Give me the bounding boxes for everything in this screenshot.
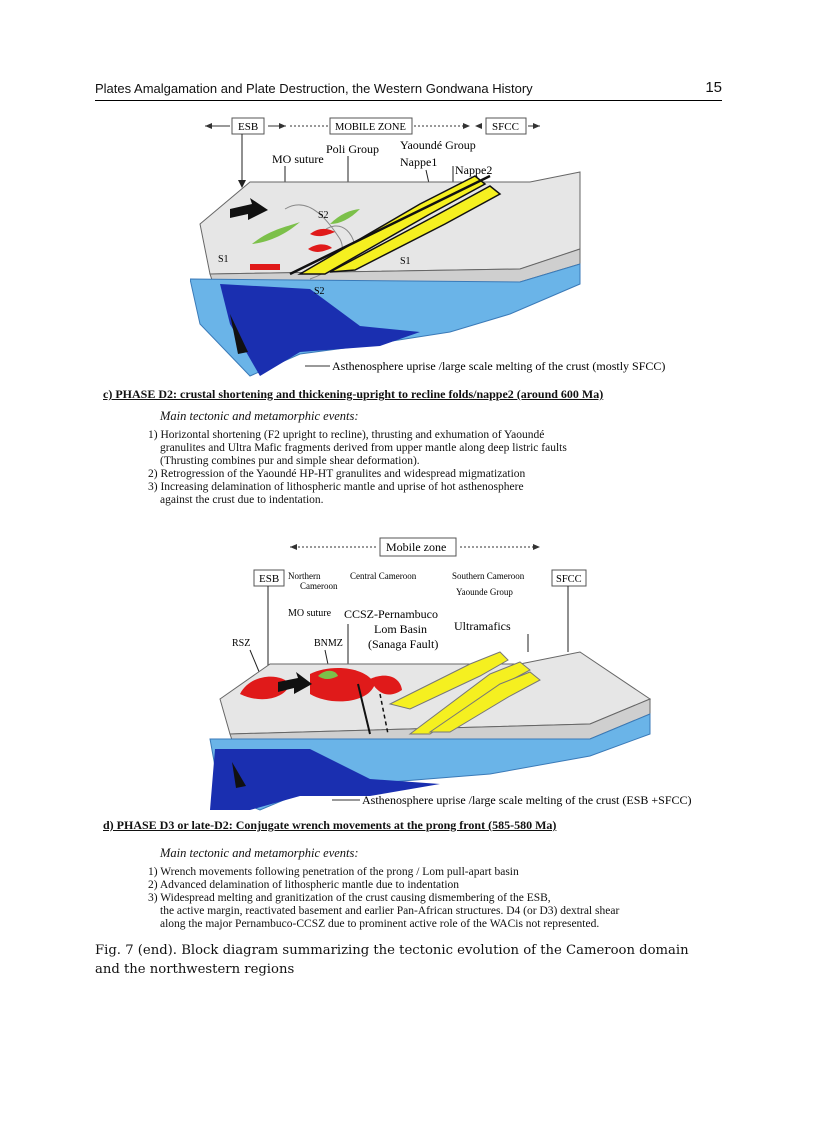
phase-c-events: Main tectonic and metamorphic events: 1)… — [148, 409, 567, 507]
pointer-line — [249, 649, 261, 675]
northern-cameroon-label: Northern — [288, 571, 321, 581]
pointer-arrow — [238, 180, 246, 188]
event-item: 1) Horizontal shortening (F2 upright to … — [148, 429, 545, 441]
rsz-label: RSZ — [232, 638, 250, 649]
caption-line-2: and the northwestern regions — [95, 962, 295, 977]
s1-left-label: S1 — [218, 254, 229, 265]
s1-right-label: S1 — [400, 256, 411, 267]
mobile-zone-label: Mobile zone — [386, 540, 446, 554]
poli-group-lens — [252, 222, 300, 244]
arrow-head-right — [463, 123, 470, 129]
event-item: 2) Retrogression of the Yaoundé HP-HT gr… — [148, 468, 526, 480]
slab-arrow — [232, 762, 246, 788]
sfcc-box — [485, 117, 527, 135]
event-item: (Thrusting combines pur and simple shear… — [160, 455, 420, 467]
subducting-slab — [210, 749, 440, 810]
motion-arrow — [230, 198, 268, 220]
poli-group-lens — [330, 209, 360, 224]
esb-box — [231, 117, 265, 135]
figure-caption: Fig. 7 (end). Block diagram summarizing … — [95, 941, 715, 979]
s2-bottom-label: S2 — [314, 286, 325, 297]
event-item: the active margin, reactivated basement … — [160, 905, 620, 917]
running-header: Plates Amalgamation and Plate Destructio… — [95, 79, 722, 101]
ultramafics-label: Ultramafics — [454, 619, 511, 633]
nappe1-label: Nappe1 — [400, 155, 437, 169]
nappe2-label: Nappe2 — [455, 163, 492, 177]
arrow-head-left — [290, 544, 297, 550]
arrow-head-left — [475, 123, 482, 129]
central-cameroon-label: Central Cameroon — [350, 571, 417, 581]
arrow-head-left — [205, 123, 212, 129]
melt-lens — [308, 244, 332, 252]
esb-label: ESB — [238, 121, 258, 133]
slab-arrow — [230, 314, 248, 354]
mo-suture-label: MO suture — [272, 152, 324, 166]
event-item: 3) Increasing delamination of lithospher… — [148, 481, 524, 493]
block-diagram-phase-d: Mobile zone ESB Northern Cameroon Centra… — [209, 537, 692, 811]
yaounde-group-label: Yaoundé Group — [400, 138, 476, 152]
esb-box — [253, 569, 285, 587]
asthenosphere-label: Asthenosphere uprise /large scale meltin… — [362, 793, 692, 807]
mobile-zone-label: MOBILE ZONE — [335, 122, 406, 133]
esb-label: ESB — [259, 573, 279, 585]
motion-arrow — [278, 672, 312, 694]
sfcc-box — [551, 569, 587, 587]
mobile-zone-box — [379, 537, 457, 557]
event-item: along the major Pernambuco-CCSZ due to p… — [160, 918, 600, 930]
mobile-zone-box — [329, 117, 413, 135]
thrust-fault — [289, 174, 491, 276]
phase-d-events: Main tectonic and metamorphic events: 1)… — [148, 846, 619, 931]
event-item: 1) Wrench movements following penetratio… — [148, 866, 519, 878]
yaounde-group-label: Yaounde Group — [456, 587, 513, 597]
ultramafic-nappe — [408, 661, 531, 735]
arrow-head-right — [533, 123, 540, 129]
ccsz-fault — [357, 683, 371, 735]
page-number: 15 — [705, 79, 722, 96]
event-item: 3) Widespread melting and granitization … — [148, 892, 551, 904]
event-item: against the crust due to indentation. — [160, 494, 324, 506]
sfcc-label: SFCC — [492, 121, 519, 133]
events-title: Main tectonic and metamorphic events: — [160, 409, 359, 423]
phase-c-title: c) PHASE D2: crustal shortening and thic… — [103, 387, 604, 401]
mo-suture-label: MO suture — [288, 608, 332, 619]
phase-d-title: d) PHASE D3 or late-D2: Conjugate wrench… — [103, 818, 557, 832]
ultramafic-nappe — [428, 671, 541, 733]
events-title: Main tectonic and metamorphic events: — [160, 846, 359, 860]
running-title: Plates Amalgamation and Plate Destructio… — [95, 81, 533, 96]
block-diagram-phase-c: ESB MOBILE ZONE SFCC MO suture Poli Grou… — [190, 117, 665, 377]
arrow-head-right — [279, 123, 286, 129]
melt-lens — [250, 264, 280, 270]
nappe2-body — [329, 185, 502, 273]
ccsz-label: CCSZ-Pernambuco — [344, 607, 438, 621]
bnmz-label: BNMZ — [314, 638, 343, 649]
arrow-head-right — [533, 544, 540, 550]
melt-zone — [240, 676, 290, 700]
northern-cameroon-label-2: Cameroon — [300, 581, 338, 591]
ultramafic-nappe — [388, 651, 509, 710]
poli-group-label: Poli Group — [326, 142, 379, 156]
asthenosphere-label: Asthenosphere uprise /large scale meltin… — [332, 359, 665, 373]
s2-top-label: S2 — [318, 210, 329, 221]
sanaga-fault-label: (Sanaga Fault) — [368, 637, 438, 651]
event-item: 2) Advanced delamination of lithospheric… — [148, 879, 460, 891]
melt-lens — [310, 228, 335, 237]
southern-cameroon-label: Southern Cameroon — [452, 571, 525, 581]
lom-basin-label: Lom Basin — [374, 622, 427, 636]
subducting-slab — [220, 284, 420, 376]
melt-zone — [370, 675, 402, 695]
sfcc-label: SFCC — [556, 574, 582, 585]
caption-line-1: Fig. 7 (end). Block diagram summarizing … — [95, 943, 689, 958]
event-item: granulites and Ultra Mafic fragments der… — [160, 442, 567, 454]
green-lens — [318, 670, 338, 679]
